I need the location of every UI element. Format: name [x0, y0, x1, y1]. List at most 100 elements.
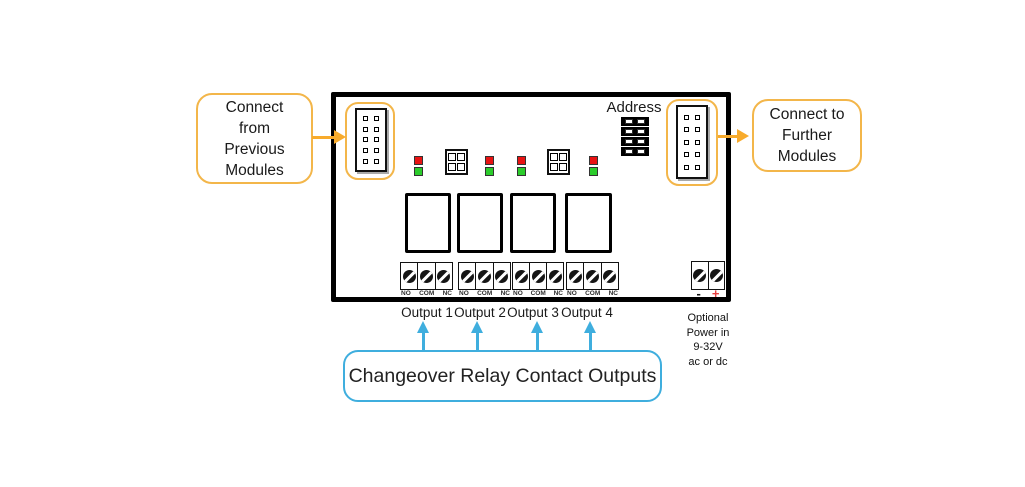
pin-icon [695, 127, 700, 132]
pin-icon [363, 126, 368, 132]
pin-icon [695, 114, 700, 120]
terminal-no [513, 263, 530, 289]
terminal-nc [602, 263, 618, 289]
screw-terminal-icon [514, 269, 528, 283]
pin-icon [684, 114, 689, 120]
screw-terminal-icon [402, 269, 416, 283]
green-led-icon [589, 167, 598, 176]
address-label: Address [606, 99, 662, 116]
arrow-up-line [422, 332, 425, 351]
pin-icon [374, 126, 379, 132]
power-terminal-minus [692, 262, 709, 289]
pin-icon [684, 164, 689, 170]
power-polarity-labels: - + [691, 287, 725, 300]
screw-terminal-icon [585, 269, 599, 283]
note-line: Power in [686, 326, 730, 339]
red-led-icon [414, 156, 423, 165]
terminal-no [459, 263, 477, 289]
label-no: NO [401, 290, 411, 297]
label-no: NO [567, 290, 577, 297]
red-led-icon [517, 156, 526, 165]
output-2-label: Output 2 [454, 305, 506, 320]
note-line: 9-32V [693, 341, 723, 353]
terminal-labels: NO COM NC [566, 290, 619, 297]
terminal-strip-output-2 [458, 262, 511, 290]
pin-icon [363, 115, 368, 121]
label-no: NO [513, 290, 523, 297]
green-led-icon [414, 167, 423, 176]
power-terminal-plus [709, 262, 725, 289]
screw-terminal-icon [495, 269, 509, 283]
terminal-nc [494, 263, 510, 289]
jumper-block-icon [445, 149, 468, 175]
pin-icon [374, 137, 379, 143]
relay-1 [405, 193, 451, 253]
pin-icon [695, 152, 700, 157]
arrow-right-icon [737, 129, 749, 143]
terminal-com [530, 263, 547, 289]
output-connector-highlight [666, 99, 718, 186]
note-line: ac or dc [688, 355, 728, 368]
screw-terminal-icon [709, 269, 723, 282]
label-nc: NC [500, 290, 510, 297]
arrow-up-icon [584, 321, 596, 333]
screw-terminal-icon [477, 269, 491, 283]
pin-icon [374, 159, 379, 165]
callout-connect-to-further: Connect to Further Modules [752, 99, 862, 172]
terminal-labels: NO COM NC [512, 290, 564, 297]
minus-label: - [696, 286, 701, 301]
callout-line: Modules [777, 148, 837, 165]
terminal-strip-output-3 [512, 262, 564, 290]
screw-terminal-icon [437, 269, 451, 283]
label-no: NO [459, 290, 469, 297]
terminal-com [584, 263, 602, 289]
terminal-labels: NO COM NC [458, 290, 511, 297]
output-connector-icon [676, 105, 708, 179]
red-led-icon [589, 156, 598, 165]
screw-terminal-icon [419, 269, 433, 283]
terminal-nc [436, 263, 452, 289]
callout-line: Connect [225, 98, 284, 116]
pin-icon [695, 139, 700, 145]
label-com: COM [585, 290, 601, 297]
arrow-up-icon [531, 321, 543, 333]
label-nc: NC [442, 290, 452, 297]
red-led-icon [485, 156, 494, 165]
arrow-left-line [312, 136, 336, 139]
arrow-up-line [589, 332, 592, 351]
terminal-nc [547, 263, 563, 289]
callout-label: Changeover Relay Contact Outputs [348, 364, 657, 387]
relay-2 [457, 193, 503, 253]
label-com: COM [419, 290, 435, 297]
callout-connect-from-previous: Connect from Previous Modules [196, 93, 313, 184]
terminal-com [418, 263, 436, 289]
pin-icon [684, 127, 689, 132]
relay-4 [565, 193, 612, 253]
callout-line: Connect to [769, 106, 845, 123]
terminal-com [476, 263, 494, 289]
pin-icon [374, 148, 379, 154]
arrow-up-line [476, 332, 479, 351]
callout-line: Modules [225, 161, 284, 179]
pin-icon [684, 139, 689, 145]
pin-icon [684, 152, 689, 157]
address-jumper-row [621, 127, 649, 136]
address-jumper-row [621, 147, 649, 156]
plus-label: + [711, 286, 720, 301]
input-connector-highlight [345, 102, 395, 180]
label-nc: NC [608, 290, 618, 297]
label-com: COM [530, 290, 546, 297]
output-3-label: Output 3 [507, 305, 559, 320]
callout-changeover-relay-outputs: Changeover Relay Contact Outputs [343, 350, 662, 402]
terminal-strip-output-4 [566, 262, 619, 290]
relay-3 [510, 193, 556, 253]
terminal-strip-output-1 [400, 262, 453, 290]
jumper-block-icon [547, 149, 570, 175]
callout-line: Further [782, 127, 832, 144]
label-com: COM [477, 290, 493, 297]
arrow-up-icon [417, 321, 429, 333]
screw-terminal-icon [548, 269, 562, 283]
terminal-no [401, 263, 419, 289]
screw-terminal-icon [460, 269, 474, 283]
